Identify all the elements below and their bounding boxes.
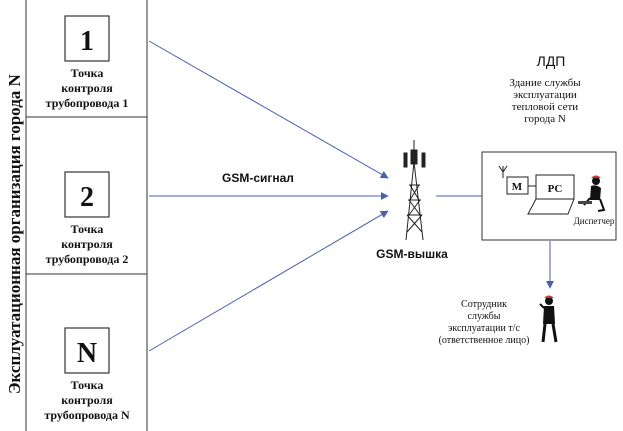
- signal-label: GSM-сигнал: [222, 171, 294, 185]
- staff-block: Сотрудник службы эксплуатации т/с (ответ…: [439, 295, 558, 346]
- ldp-description-line-4: города N: [524, 113, 566, 125]
- point-1-line-1: Точка: [71, 66, 104, 80]
- pc-label: PC: [548, 183, 563, 195]
- point-1-line-3: трубопровода 1: [46, 96, 129, 110]
- point-n-line-2: контроля: [61, 393, 113, 407]
- dispatcher-label: Диспетчер: [574, 216, 615, 226]
- ldp-description-line-2: эксплуатации: [513, 89, 577, 101]
- point-1-line-2: контроля: [61, 81, 113, 95]
- organization-panel: Эксплуатационная организация города N: [0, 0, 148, 431]
- point-1-box: [64, 15, 110, 62]
- point-2-box: [64, 171, 110, 218]
- staff-label-line-1: Сотрудник: [461, 299, 507, 310]
- point-2-number: 2: [80, 182, 94, 213]
- point-2-line-1: Точка: [71, 222, 104, 236]
- point-1: 1 Точка контроля трубопровода 1: [46, 15, 129, 110]
- ldp-description-line-3: тепловой сети: [512, 101, 579, 113]
- staff-person-icon: [539, 295, 558, 343]
- org-label: Эксплуатационная организация города N: [5, 73, 24, 394]
- ldp-block: ЛДП Здание службы эксплуатации тепловой …: [481, 53, 617, 241]
- point-n-line-1: Точка: [71, 378, 104, 392]
- signal-arrows: [148, 40, 554, 352]
- arrow-point-1-to-tower: [148, 40, 389, 179]
- modem-icon: M: [498, 165, 536, 195]
- ldp-description-line-1: Здание службы: [509, 77, 581, 89]
- arrow-point-n-to-tower: [148, 210, 389, 352]
- modem-label: M: [512, 181, 523, 193]
- laptop-icon: PC: [527, 174, 575, 215]
- point-2-line-2: контроля: [61, 237, 113, 251]
- gsm-tower-icon: [403, 140, 426, 241]
- staff-label-line-2: службы: [468, 311, 501, 322]
- staff-label-line-4: (ответственное лицо): [439, 335, 530, 346]
- point-n-number: N: [77, 338, 97, 369]
- point-n-line-3: трубопровода N: [44, 408, 130, 422]
- point-1-number: 1: [80, 26, 94, 57]
- point-2: 2 Точка контроля трубопровода 2: [46, 171, 129, 266]
- staff-label-line-3: эксплуатации т/с: [448, 323, 520, 334]
- dispatcher-icon: [578, 175, 606, 212]
- point-n-box: [64, 327, 110, 374]
- point-n: N Точка контроля трубопровода N: [44, 327, 130, 422]
- point-2-line-3: трубопровода 2: [46, 252, 129, 266]
- tower-label: GSM-вышка: [376, 247, 448, 261]
- ldp-title: ЛДП: [537, 53, 566, 69]
